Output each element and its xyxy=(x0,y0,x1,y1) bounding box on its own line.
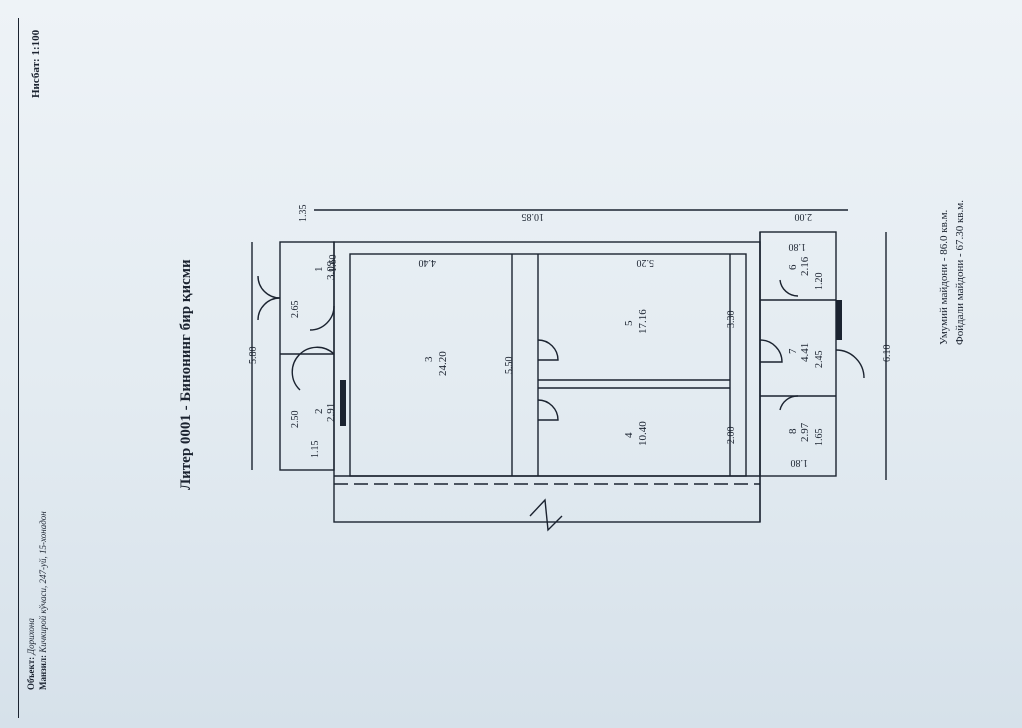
total-area: Умумий майдони - 86.0 кв.м. xyxy=(938,209,950,345)
door-arc-4 xyxy=(537,339,559,361)
frame-border xyxy=(18,18,19,718)
room-5-area: 17.16 xyxy=(637,309,649,334)
outer-wall-inner xyxy=(349,253,747,477)
room-1-num: 1 xyxy=(313,267,325,273)
dim-6-10: 6.10 xyxy=(882,345,893,363)
room-2-num: 2 xyxy=(313,409,325,415)
useful-area: Фойдали майдони - 67.30 кв.м. xyxy=(954,200,966,345)
dim-1-35: 1.35 xyxy=(298,205,309,223)
room-8-area: 2.97 xyxy=(799,422,811,442)
room-6-area: 2.16 xyxy=(799,256,811,276)
dim-2-65: 2.65 xyxy=(290,301,301,319)
dim-5-80: 5.80 xyxy=(248,347,259,365)
room-3-area: 24.20 xyxy=(437,351,449,376)
dim-5-20: 5.20 xyxy=(637,257,655,268)
dim-1-60: 1.60 xyxy=(328,255,339,273)
dim-2-45: 2.45 xyxy=(814,351,825,369)
dim-5-50: 5.50 xyxy=(504,357,515,375)
room-2-area: 2.91 xyxy=(325,403,337,422)
door-arc-3 xyxy=(291,346,335,391)
room-6-num: 6 xyxy=(787,264,799,270)
dim-2-50: 2.50 xyxy=(290,411,301,429)
dim-10-85: 10.85 xyxy=(522,211,545,222)
dim-1-80b: 1.80 xyxy=(791,457,809,468)
room-3-num: 3 xyxy=(423,356,435,362)
dim-3-30: 3.30 xyxy=(726,311,737,329)
room-1-area: 3.09 xyxy=(325,260,337,280)
door-arc-6 xyxy=(759,339,783,363)
room-4-area: 10.40 xyxy=(637,421,649,446)
door-arc-8 xyxy=(779,279,799,297)
dim-2-00-top: 2.00 xyxy=(795,211,813,222)
door-arc-5 xyxy=(537,399,559,421)
outer-wall-outer xyxy=(333,241,761,523)
utility-strip xyxy=(759,231,837,477)
door-arc-7 xyxy=(835,349,865,379)
room-4-num: 4 xyxy=(623,432,635,438)
room-5-num: 5 xyxy=(623,320,635,326)
window-mark-1 xyxy=(340,380,346,426)
door-arc-1b xyxy=(257,297,281,321)
room-7-area: 4.41 xyxy=(799,343,811,362)
dim-1-80a: 1.80 xyxy=(789,241,807,252)
door-arc-9 xyxy=(779,395,799,411)
dim-1-65: 1.65 xyxy=(814,429,825,447)
room-7-num: 7 xyxy=(787,348,799,354)
break-line xyxy=(529,498,563,532)
dim-1-20: 1.20 xyxy=(814,273,825,291)
door-arc-1 xyxy=(257,275,281,299)
window-mark-2 xyxy=(836,300,842,340)
dim-2-00-room: 2.00 xyxy=(726,427,737,445)
dim-4-40: 4.40 xyxy=(419,257,437,268)
dim-1-15: 1.15 xyxy=(310,441,321,459)
room-8-num: 8 xyxy=(787,428,799,434)
annex-wall xyxy=(279,241,335,471)
door-arc-2 xyxy=(309,305,335,331)
